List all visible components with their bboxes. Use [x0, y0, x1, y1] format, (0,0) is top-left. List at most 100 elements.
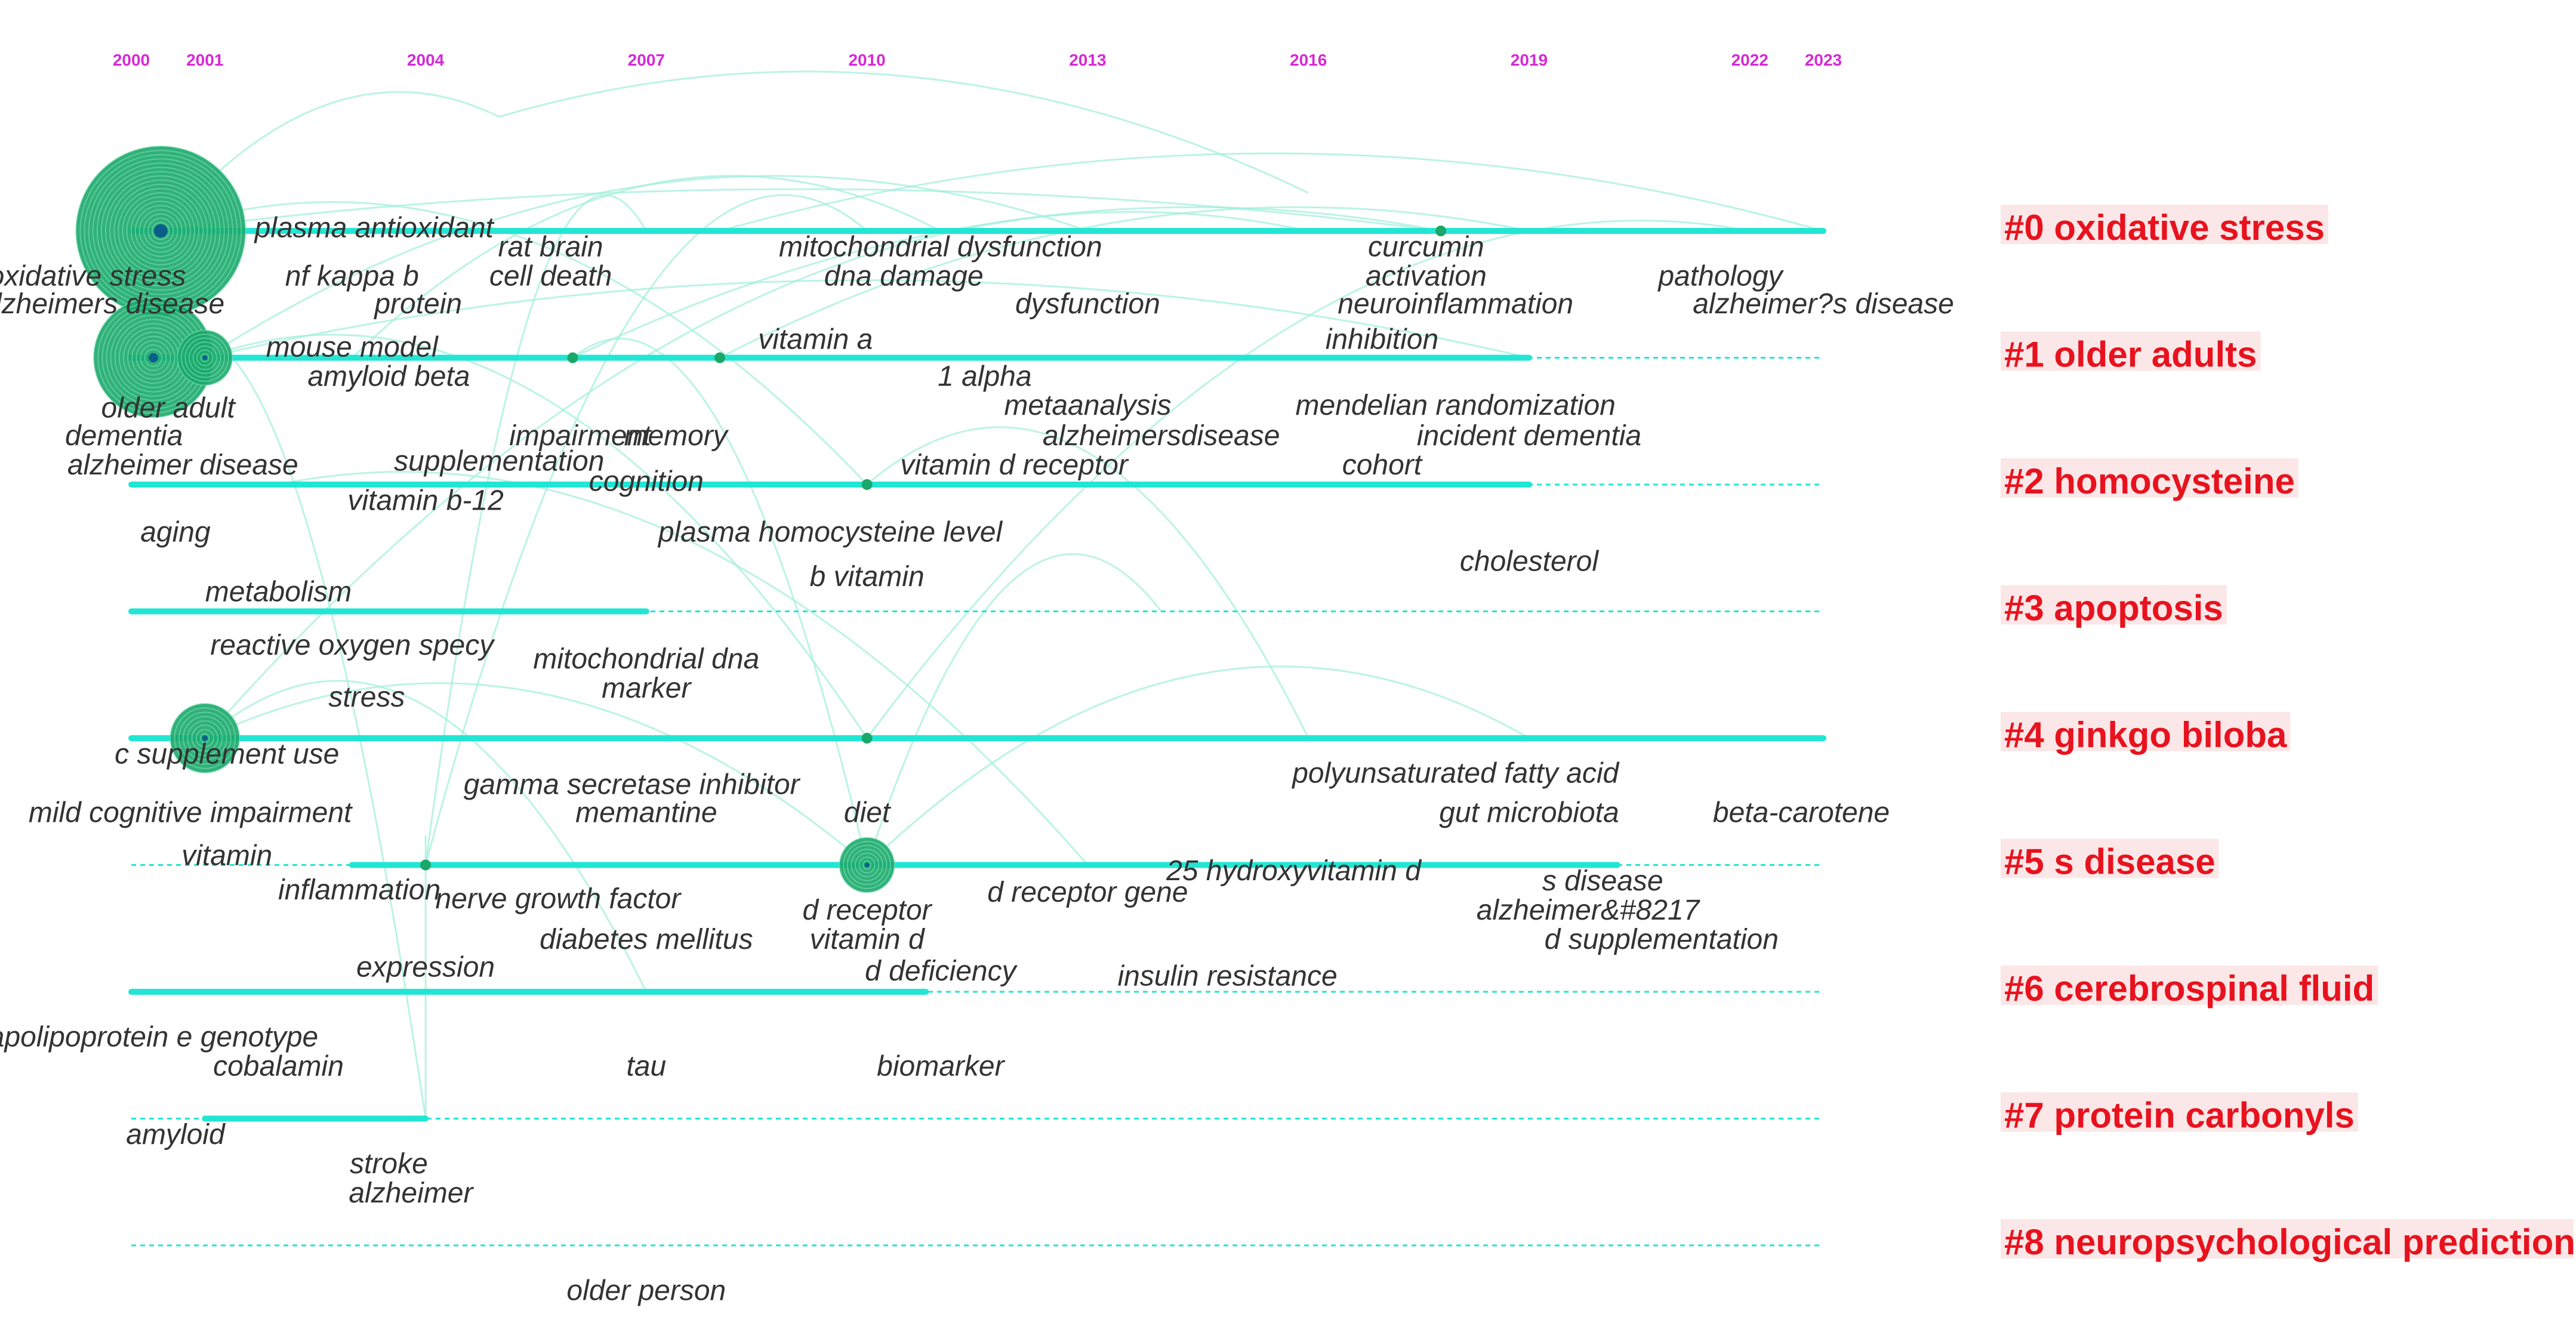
cluster-label: #8 neuropsychological prediction [2001, 1219, 2575, 1262]
keyword-label: inflammation [278, 874, 440, 906]
keyword-label: s disease [1542, 865, 1663, 897]
citation-link [719, 206, 1530, 359]
keyword-label: expression [356, 952, 495, 983]
keyword-node [177, 329, 233, 386]
cluster-label: #1 older adults [2001, 331, 2261, 375]
keyword-label: dysfunction [1015, 288, 1160, 320]
citation-link [424, 194, 868, 865]
citation-link [204, 680, 648, 992]
keyword-label: tau [626, 1050, 666, 1082]
cluster-labels: #0 oxidative stress #1 older adults #2 hom… [2001, 205, 2575, 1262]
keyword-label: vitamin d receptor [900, 449, 1129, 481]
keyword-label: cell death [489, 260, 612, 292]
keyword-label: vitamin [181, 840, 272, 872]
cluster-label-text: #7 protein carbonyls [2004, 1096, 2355, 1136]
keyword-label: biomarker [877, 1050, 1005, 1082]
keyword-label: gut microbiota [1439, 797, 1619, 828]
keyword-label: nf kappa b [285, 260, 419, 292]
keyword-label: alzheimer disease [67, 449, 298, 481]
keyword-label: older person [566, 1275, 726, 1306]
cluster-label: #0 oxidative stress [2001, 205, 2328, 248]
keyword-node [1435, 226, 1447, 236]
keyword-node [75, 146, 246, 316]
keyword-node [714, 352, 726, 363]
keyword-label: alzheimer [349, 1177, 474, 1209]
keyword-label: mendelian randomization [1296, 390, 1616, 421]
year-tick-label: 2004 [407, 51, 445, 69]
cluster-label-text: #1 older adults [2004, 335, 2257, 375]
cluster-label: #6 cerebrospinal fluid [2001, 966, 2378, 1008]
keyword-label: reactive oxygen specy [210, 630, 495, 661]
citation-link [498, 70, 1309, 194]
keyword-label: vitamin a [758, 324, 873, 356]
citation-link [204, 211, 1309, 739]
keyword-label: dementia [65, 420, 183, 452]
keyword-nodes [75, 146, 1447, 893]
keyword-node [567, 352, 578, 363]
keyword-label: 1 alpha [938, 360, 1031, 392]
cluster-label-text: #3 apoptosis [2004, 588, 2223, 628]
keyword-label: stress [328, 681, 405, 713]
keyword-label: alzheimer?s disease [1693, 288, 1954, 320]
keyword-label: d supplementation [1545, 924, 1779, 955]
keyword-label: memory [624, 420, 729, 452]
keyword-node [420, 859, 432, 871]
keyword-label: incident dementia [1417, 420, 1641, 452]
year-tick-label: 2000 [113, 51, 150, 69]
keyword-label: nerve growth factor [435, 883, 682, 915]
keyword-label: marker [602, 673, 692, 704]
keyword-label: apolipoprotein e genotype [0, 1021, 318, 1053]
citation-link [719, 152, 1824, 232]
cluster-lines [128, 228, 1826, 1247]
cluster-label-text: #2 homocysteine [2004, 461, 2295, 501]
keyword-label: supplementation [394, 446, 604, 477]
keyword-label: vitamin d [810, 924, 925, 955]
keyword-label: d receptor gene [987, 877, 1188, 908]
keyword-label: oxidative stress [0, 260, 186, 292]
keyword-label: insulin resistance [1117, 960, 1337, 992]
keyword-label: polyunsaturated fatty acid [1291, 757, 1619, 789]
cluster-label-text: #0 oxidative stress [2004, 208, 2325, 248]
keyword-label: pathology [1657, 260, 1784, 292]
citation-link [866, 220, 1751, 739]
keyword-label: amyloid [126, 1119, 226, 1151]
keyword-label: stroke [350, 1148, 428, 1180]
year-tick-label: 2013 [1069, 51, 1106, 69]
citation-link [572, 338, 868, 865]
citation-link [160, 201, 868, 486]
keyword-label: memantine [575, 797, 717, 828]
keyword-label: d deficiency [865, 955, 1018, 987]
keyword-label: metabolism [205, 576, 352, 608]
year-tick-label: 2019 [1511, 51, 1548, 69]
keyword-label: rat brain [498, 232, 603, 263]
cluster-label-text: #6 cerebrospinal fluid [2004, 969, 2374, 1008]
citation-link [204, 279, 1530, 359]
keyword-node [861, 733, 873, 744]
citation-link [351, 175, 941, 359]
year-tick-label: 2016 [1290, 51, 1327, 69]
keyword-label: curcumin [1368, 232, 1484, 263]
keyword-label: beta-carotene [1713, 797, 1890, 828]
keyword-node [170, 703, 241, 773]
keyword-label: cognition [589, 466, 704, 498]
cluster-label-text: #8 neuropsychological prediction [2004, 1222, 2575, 1262]
keyword-label: diabetes mellitus [540, 924, 753, 955]
year-tick-label: 2023 [1805, 51, 1842, 69]
citation-link [424, 194, 648, 865]
citation-link [866, 553, 1162, 865]
keyword-label: diet [844, 797, 891, 828]
cluster-label: #5 s disease [2001, 838, 2219, 882]
keyword-label: protein [373, 288, 462, 320]
keyword-label: impairment [509, 420, 652, 452]
citation-link [866, 426, 1309, 739]
cluster-label: #3 apoptosis [2001, 585, 2227, 628]
keyword-label: plasma antioxidant [254, 212, 495, 244]
keyword-label: amyloid beta [307, 360, 470, 392]
keyword-labels: plasma antioxidant oxidative stress alzhei… [0, 212, 1954, 1307]
keyword-label: vitamin b-12 [347, 485, 503, 517]
year-tick-label: 2001 [186, 51, 223, 69]
citation-link [204, 682, 868, 866]
keyword-label: mouse model [266, 331, 439, 363]
